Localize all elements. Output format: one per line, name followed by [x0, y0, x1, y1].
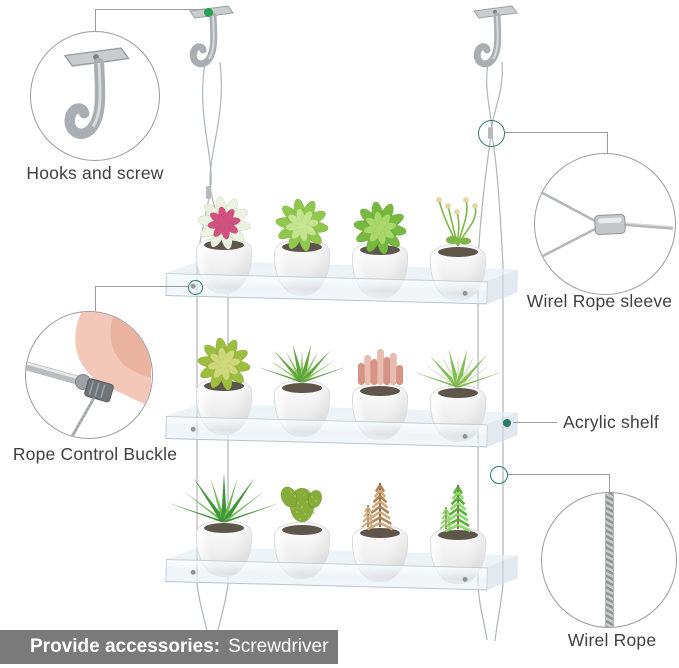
hook-large-icon — [63, 47, 130, 139]
pot-soil — [360, 528, 400, 538]
plant-rosette — [353, 201, 407, 255]
rope-sleeve-drawing — [536, 188, 674, 260]
plant-pot-white-striped-agave — [416, 331, 500, 443]
shelf-screw-right — [462, 433, 468, 439]
pot-soil — [438, 247, 478, 257]
pot-soil — [438, 388, 478, 398]
rope-buckle-label: Rope Control Buckle — [12, 444, 178, 464]
plant-rosette — [197, 196, 251, 250]
wire-rope-marker-circle — [490, 466, 508, 484]
pot-soil — [360, 386, 400, 396]
hooks-label: Hooks and screw — [26, 163, 164, 183]
wire-rope-detail-circle — [541, 492, 677, 628]
shelf-screw-right — [462, 576, 468, 582]
wire-sleeve-left — [206, 186, 211, 199]
wire-rope-label: Wirel Rope — [567, 630, 657, 650]
plant-aloe — [170, 473, 278, 523]
hook-marker-dot — [204, 8, 213, 17]
plant-pine — [361, 483, 394, 531]
rope-sleeve-detail-circle — [534, 153, 676, 295]
callout-line-hooks-v — [95, 9, 96, 32]
shelf-screw-right — [462, 290, 468, 296]
plant-sprout — [436, 197, 478, 247]
rope-pinch-marker-circle — [478, 120, 505, 147]
hooks-detail-circle — [30, 31, 160, 161]
callout-line-sleeve-v — [607, 132, 608, 154]
callout-line-wire-rope-v — [609, 474, 610, 493]
callout-line-acrylic-shelf — [513, 422, 557, 423]
ceiling-hook-right-icon — [473, 5, 518, 68]
plant-fingers — [357, 348, 404, 386]
plant-cactus — [280, 486, 323, 523]
plant-rosette — [275, 198, 329, 252]
wire-rope-braid — [605, 493, 614, 627]
callout-line-buckle — [95, 286, 188, 287]
banner-bold-text: Provide accessories: — [30, 636, 221, 657]
pot-soil — [204, 523, 244, 533]
pot-soil — [282, 383, 322, 393]
plant-pot-green-echeveria — [352, 188, 408, 300]
rope-buckle-detail-circle — [25, 311, 153, 439]
banner-regular-text: Screwdriver — [228, 636, 329, 657]
acrylic-shelf-marker-dot — [503, 419, 511, 427]
accessories-banner: Provide accessories: Screwdriver — [0, 630, 338, 664]
screw-marker-circle — [188, 280, 203, 295]
callout-line-wire-rope — [507, 474, 609, 475]
plant-spiky — [260, 345, 344, 383]
plant-spiky — [416, 350, 500, 388]
callout-line-buckle-v — [95, 286, 96, 311]
rope-sleeve-label: Wirel Rope sleeve — [526, 291, 673, 311]
acrylic-shelf-label: Acrylic shelf — [563, 412, 659, 432]
rope-buckle-photo — [26, 312, 151, 438]
pot-soil — [438, 530, 478, 540]
shelf-screw-left — [190, 426, 196, 432]
pot-soil — [282, 525, 322, 535]
callout-line-sleeve — [504, 132, 607, 133]
plant-rosette — [197, 337, 251, 391]
shelf-screw-left — [190, 569, 196, 575]
callout-line-hooks — [95, 9, 207, 10]
plant-pine — [439, 485, 472, 533]
